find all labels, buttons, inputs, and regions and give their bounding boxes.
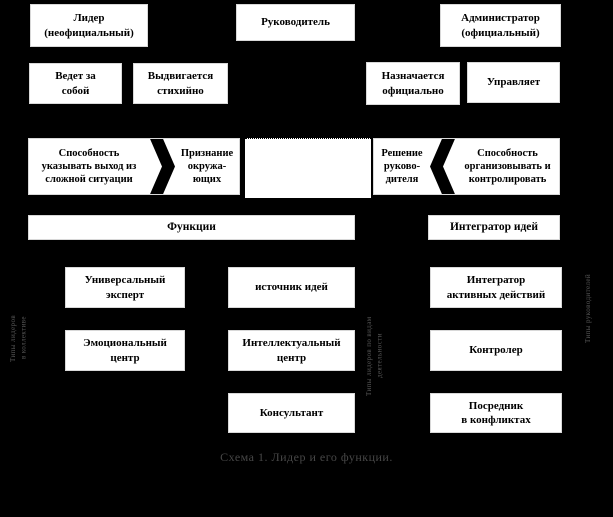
box-leader: Лидер (неофициальный) (30, 4, 148, 47)
box-emotional-center: Эмоциональный центр (65, 330, 185, 371)
arrow-unit-left: Способность указывать выход из сложной с… (28, 138, 240, 195)
box-emerges-spontaneously: Выдвигается стихийно (133, 63, 228, 104)
chevron-right-icon (149, 139, 175, 194)
band-right-source-label: Решение руково- дителя (381, 147, 423, 186)
box-manager: Руководитель (236, 4, 355, 41)
box-controller: Контролер (430, 330, 562, 371)
box-idea-source: источник идей (228, 267, 355, 308)
box-conflict-mediator: Посредник в конфликтах (430, 393, 562, 433)
band-center-empty-box (245, 138, 371, 198)
side-label-left: Типы лидеров в коллективе (9, 314, 28, 362)
side-label-right: Типы руководителей (584, 273, 592, 343)
box-leads-along: Ведет за собой (29, 63, 122, 104)
bar-idea-integrator: Интегратор идей (428, 215, 560, 240)
chevron-left-icon (430, 139, 456, 194)
box-manages: Управляет (467, 62, 560, 103)
box-intellectual-center: Интеллектуальный центр (228, 330, 355, 371)
band-left-source-label: Способность указывать выход из сложной с… (41, 147, 137, 186)
band-right-target-label: Способность организовывать и контролиров… (464, 147, 551, 186)
arrow-unit-right: Решение руково- дителя Способность орган… (373, 138, 560, 195)
bar-functions: Функции (28, 215, 355, 240)
box-administrator: Администратор (официальный) (440, 4, 561, 47)
box-appointed-officially: Назначается официально (366, 62, 460, 105)
band-left-target-label: Признание окружа- ющих (180, 147, 234, 186)
scheme-caption: Схема 1. Лидер и его функции. (220, 450, 393, 464)
box-universal-expert: Универсальный эксперт (65, 267, 185, 308)
side-label-middle: Типы лидеров по видам деятельности (365, 316, 384, 396)
box-consultant: Консультант (228, 393, 355, 433)
box-active-actions-integrator: Интегратор активных действий (430, 267, 562, 308)
